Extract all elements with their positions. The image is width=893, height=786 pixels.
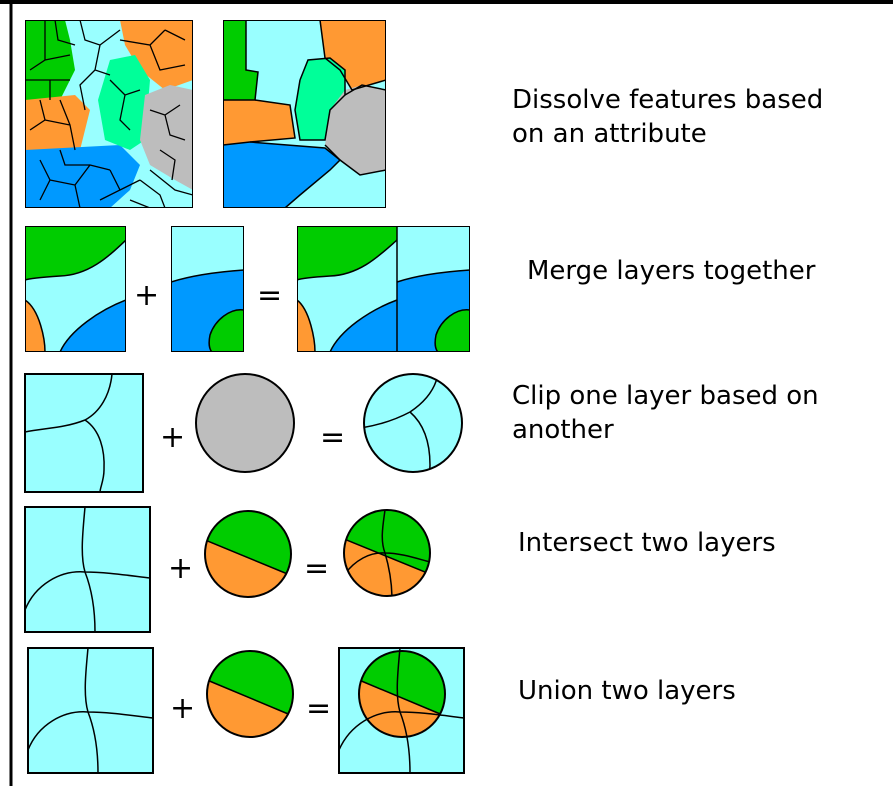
union-input-map bbox=[27, 647, 154, 774]
union-plus-sign: + bbox=[170, 691, 196, 726]
union-overlay-circle bbox=[206, 650, 294, 738]
clip-plus-sign: + bbox=[160, 420, 186, 455]
clip-equals-sign: = bbox=[320, 420, 346, 455]
dissolve-output-map bbox=[223, 20, 386, 208]
dissolve-label: Dissolve features based on an attribute bbox=[512, 84, 823, 152]
intersect-output-map bbox=[343, 509, 431, 597]
dissolve-label-line-2: on an attribute bbox=[512, 118, 707, 149]
clip-boundary-circle bbox=[195, 373, 295, 473]
merge-plus-sign: + bbox=[134, 278, 160, 313]
intersect-input-map bbox=[24, 506, 151, 633]
merge-input-map-a bbox=[25, 226, 126, 352]
clip-output-map bbox=[363, 373, 463, 473]
clip-input-map bbox=[24, 373, 144, 493]
union-equals-sign: = bbox=[306, 691, 332, 726]
dissolve-label-line-1: Dissolve features based bbox=[512, 85, 824, 115]
intersect-plus-sign: + bbox=[168, 551, 194, 586]
union-output-map bbox=[338, 647, 465, 774]
merge-label: Merge layers together bbox=[527, 255, 815, 289]
merge-input-map-b bbox=[171, 226, 244, 352]
clip-label: Clip one layer based on another bbox=[512, 380, 819, 448]
intersect-overlay-circle bbox=[204, 510, 292, 598]
merge-equals-sign: = bbox=[257, 278, 283, 313]
intersect-equals-sign: = bbox=[304, 551, 330, 586]
union-label: Union two layers bbox=[518, 675, 736, 709]
intersect-label: Intersect two layers bbox=[518, 527, 776, 561]
union-label-line-1: Union two layers bbox=[518, 676, 736, 706]
merge-label-line-1: Merge layers together bbox=[527, 256, 816, 286]
clip-label-line-1: Clip one layer based on bbox=[512, 381, 819, 411]
intersect-label-line-1: Intersect two layers bbox=[518, 528, 776, 558]
merge-output-map bbox=[297, 226, 470, 352]
dissolve-input-map bbox=[25, 20, 193, 208]
clip-label-line-2: another bbox=[512, 414, 614, 445]
